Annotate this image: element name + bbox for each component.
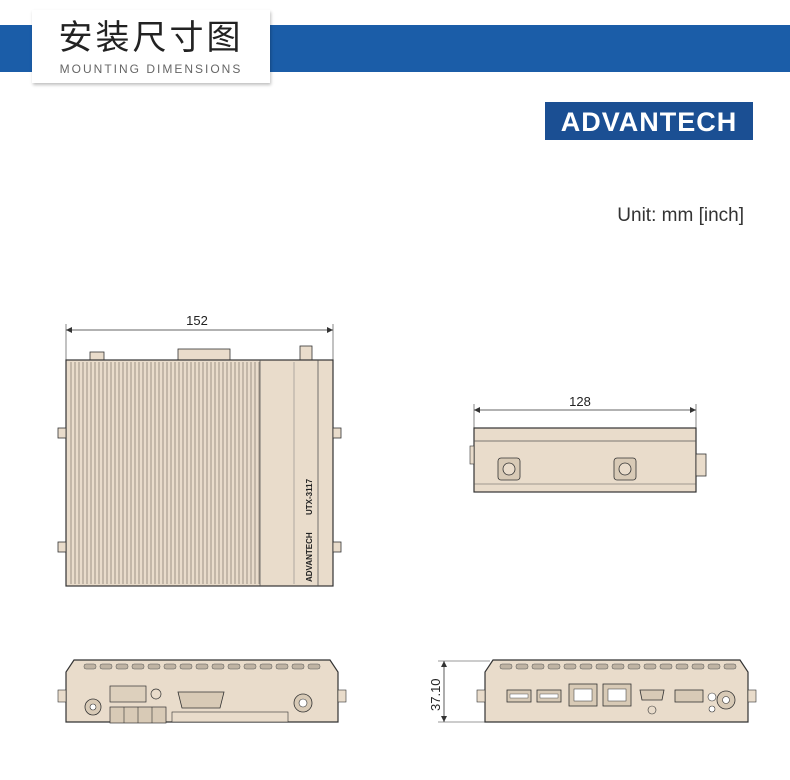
dim-label-152: 152 [186, 313, 208, 328]
dim-label-128: 128 [569, 394, 591, 409]
side-view: 128 [469, 394, 707, 493]
title-box: 安装尺寸图 MOUNTING DIMENSIONS [32, 10, 270, 83]
page-title: 安装尺寸图 [58, 18, 244, 58]
unit-label: Unit: mm [inch] [617, 205, 744, 226]
model-label: UTX-3117 [305, 478, 314, 515]
page-subtitle: MOUNTING DIMENSIONS [59, 62, 243, 76]
rear-view: 37.10 [428, 659, 757, 723]
brand-logo: ADVANTECH [545, 102, 753, 140]
top-view: 152 UTX-3117 ADVANTECH [57, 313, 342, 587]
front-view [57, 659, 347, 724]
dim-label-height: 37.10 [428, 678, 443, 711]
brand-label: ADVANTECH [305, 532, 314, 582]
